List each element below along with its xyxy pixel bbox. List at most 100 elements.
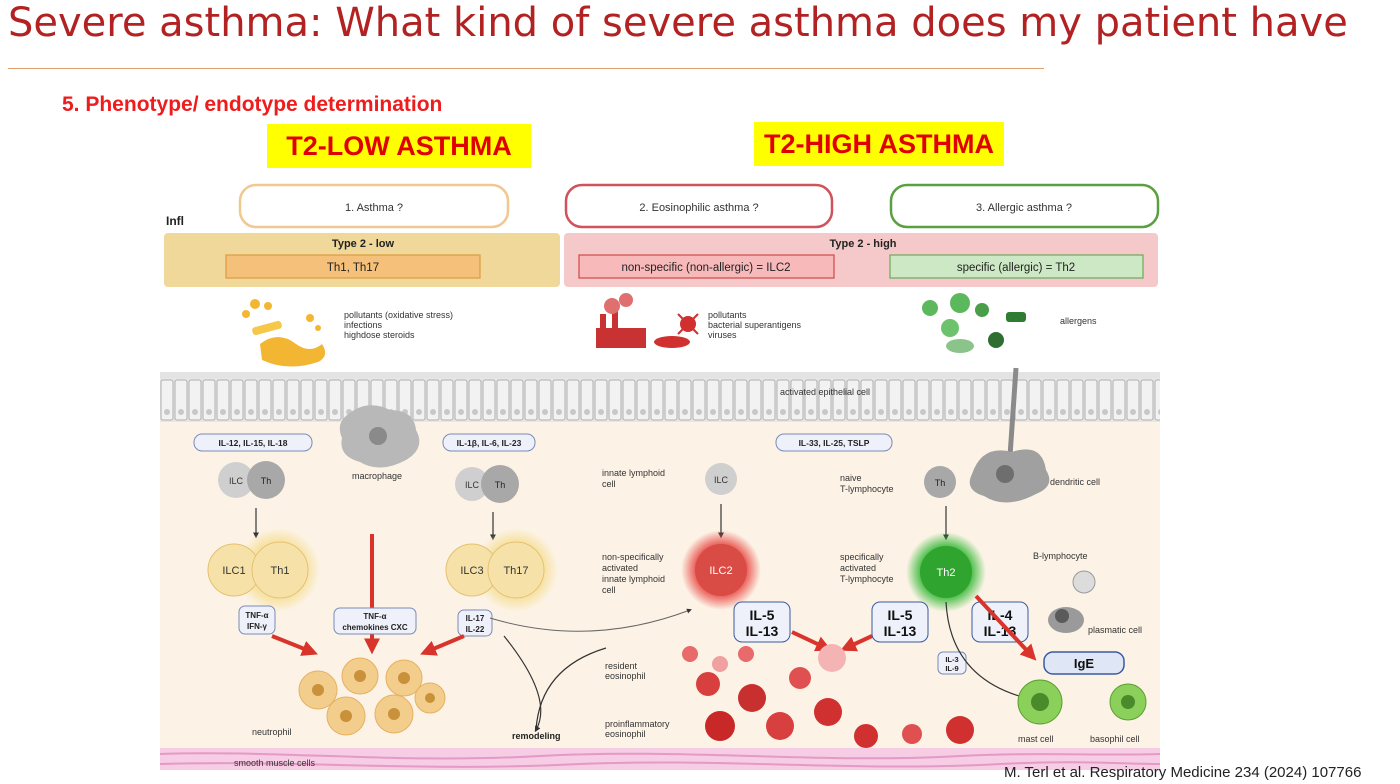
cytokine-il12-pill: [193, 433, 313, 452]
epithelial-nucleus: [416, 409, 422, 415]
ilc-cell-right: [455, 467, 489, 501]
tnf-cxc-2: chemokines CXC: [342, 623, 408, 632]
cytokine-il33-pill: [775, 433, 893, 452]
th-label-right: Th: [495, 480, 506, 490]
plasmatic-label: plasmatic cell: [1088, 625, 1142, 635]
epithelial-cell: [916, 379, 930, 421]
epithelial-cell: [328, 379, 342, 421]
epithelial-cell: [1112, 379, 1126, 421]
epithelial-nucleus: [1018, 409, 1024, 415]
th1-label: Th1: [271, 565, 290, 577]
epithelial-cell: [846, 379, 860, 421]
type2-high-label: Type 2 - high: [829, 238, 896, 250]
epithelial-cell: [230, 379, 244, 421]
epithelial-cell: [552, 379, 566, 421]
epithelial-nucleus: [318, 409, 324, 415]
epithelial-cell: [888, 379, 902, 421]
il3-9-1: IL-3: [945, 655, 958, 664]
macrophage-label: macrophage: [352, 471, 402, 481]
nonspec-label-4: cell: [602, 585, 616, 595]
trigger-mid-1: pollutants: [708, 310, 747, 320]
ilc-label-eos: ILC: [714, 475, 729, 485]
trigger-mid-2: bacterial superantigens: [708, 320, 802, 330]
nonspecific-ilc2-label: non-specific (non-allergic) = ILC2: [621, 262, 790, 274]
il5-13-tag-left: [733, 601, 791, 643]
arrow-il5-eosinophil-left: [791, 630, 832, 652]
epithelial-cell: [664, 379, 678, 421]
epithelial-nucleus: [486, 409, 492, 415]
epithelial-nucleus: [682, 409, 688, 415]
il5-right-1: IL-5: [888, 607, 913, 623]
epithelial-nucleus: [192, 409, 198, 415]
epithelial-cell: [202, 379, 216, 421]
epithelial-nucleus: [500, 409, 506, 415]
dendritic-cell: [969, 367, 1050, 503]
th-cell-right: [481, 465, 519, 503]
epithelial-nucleus: [1074, 409, 1080, 415]
epithelial-nucleus: [1158, 409, 1160, 415]
epithelial-cell: [314, 379, 328, 421]
epithelial-nucleus: [738, 409, 744, 415]
epithelial-nucleus: [528, 409, 534, 415]
il3-9-tag: [937, 651, 967, 675]
th-cell-naive: [924, 466, 956, 498]
type2-low-label: Type 2 - low: [332, 238, 395, 250]
epithelial-nucleus: [556, 409, 562, 415]
connector-th2-mast: [945, 601, 1029, 700]
question-eosinophilic: 2. Eosinophilic asthma ?: [639, 202, 758, 214]
trigger-low-2: infections: [344, 320, 383, 330]
epithelial-nucleus: [220, 409, 226, 415]
epithelial-cell: [594, 379, 608, 421]
epithelial-nucleus: [990, 409, 996, 415]
epithelial-cell: [874, 379, 888, 421]
ilc2-cell: [695, 544, 747, 596]
epithelial-cell: [1140, 379, 1154, 421]
neutrophil-label: neutrophil: [252, 727, 292, 737]
eosinophil-cluster: [682, 644, 974, 748]
macrophage-nucleus: [369, 427, 387, 445]
resident-label-2: eosinophil: [605, 671, 646, 681]
epithelial-nucleus: [920, 409, 926, 415]
proinflam-label-1: proinflammatory: [605, 719, 670, 729]
epithelial-nucleus: [458, 409, 464, 415]
asthma-endotype-diagram: 1. Asthma ? 2. Eosinophilic asthma ? 3. …: [160, 183, 1160, 770]
tnf-ifn-2: IFN-γ: [247, 622, 268, 631]
ilc-label-right: ILC: [465, 480, 480, 490]
innate-label-2: cell: [602, 479, 616, 489]
th17-cell: [487, 541, 545, 599]
b-lymphocyte-label: B-lymphocyte: [1033, 551, 1088, 561]
dendritic-label: dendritic cell: [1050, 477, 1100, 487]
question-eosinophilic-box: [564, 183, 834, 229]
epithelial-nucleus: [570, 409, 576, 415]
epithelial-cell: [608, 379, 622, 421]
th2-cell: [920, 546, 972, 598]
epithelial-nucleus: [178, 409, 184, 415]
epithelial-cell: [454, 379, 468, 421]
ilc-cell-eos: [705, 463, 737, 495]
th1-th17-box: [225, 254, 481, 279]
innate-label-1: innate lymphoid: [602, 468, 665, 478]
th2-label: Th2: [937, 567, 956, 579]
allergens-icon: [922, 293, 1026, 353]
epithelial-cell: [692, 379, 706, 421]
epithelial-cell: [272, 379, 286, 421]
question-allergic-box: [889, 183, 1160, 229]
ilc1-label: ILC1: [222, 565, 245, 577]
cytokine-il1: IL-1β, IL-6, IL-23: [457, 438, 522, 448]
epithelial-cell: [958, 379, 972, 421]
spec-label-1: specifically: [840, 552, 884, 562]
epithelial-cell: [188, 379, 202, 421]
epithelial-nucleus: [780, 409, 786, 415]
spec-label-2: activated: [840, 563, 876, 573]
il5-13-tag-right: [871, 601, 929, 643]
ilc-label-left: ILC: [229, 476, 244, 486]
epithelial-nucleus: [1116, 409, 1122, 415]
il17-22-2: IL-22: [466, 625, 485, 634]
epithelial-cell: [1154, 379, 1160, 421]
epithelial-cell: [720, 379, 734, 421]
epithelial-cell: [580, 379, 594, 421]
epithelial-nucleus: [962, 409, 968, 415]
epithelium-layer: [160, 372, 1160, 422]
epithelial-nucleus: [724, 409, 730, 415]
epithelial-cell: [776, 379, 790, 421]
